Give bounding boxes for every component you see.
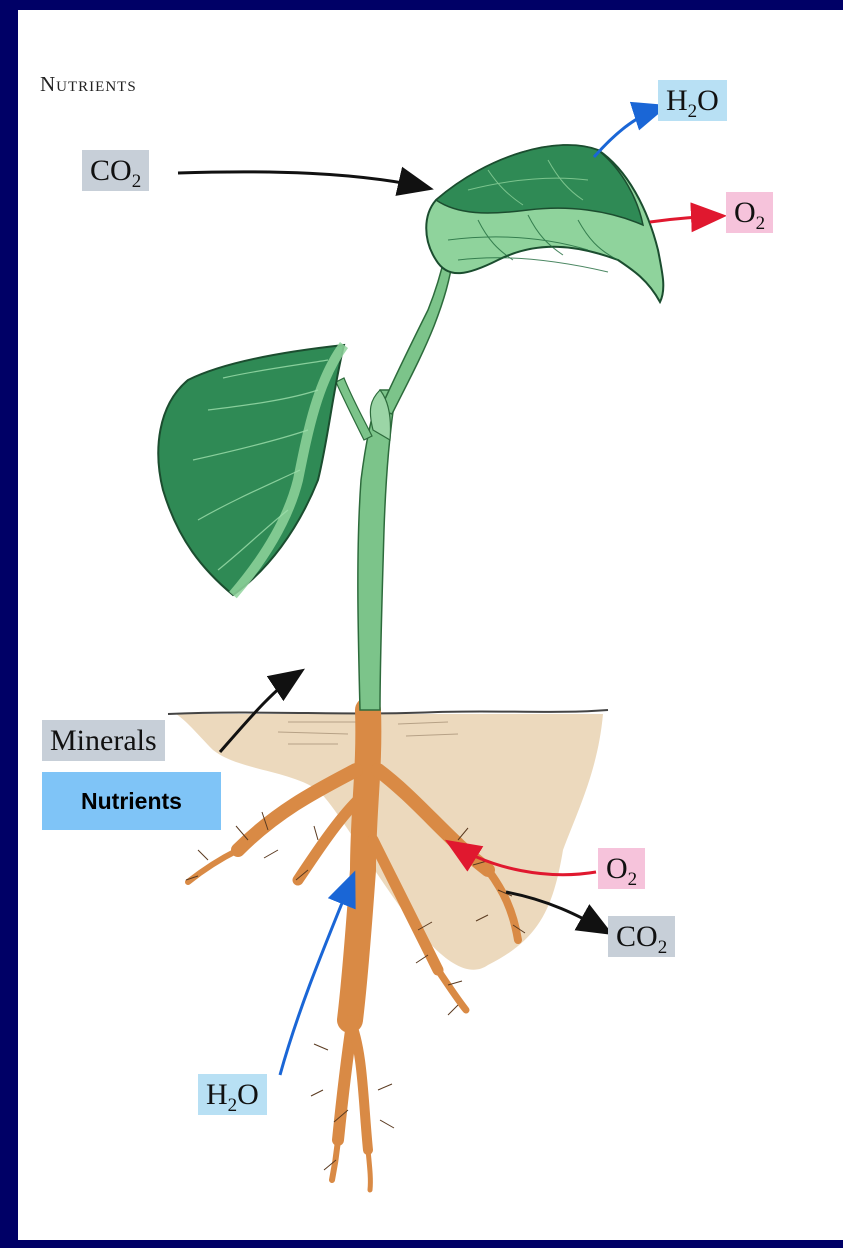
label-text: CO [90,154,132,187]
label-subscript: 2 [756,213,766,234]
upper-stem [380,250,454,414]
label-subscript: 2 [688,101,698,122]
soil-surface-line [168,710,608,714]
label-subscript: 2 [658,937,668,958]
arrow-leaf-to-o2 [650,216,721,222]
label-subscript: 2 [228,1095,238,1116]
arrow-co2-to-leaf [178,172,428,188]
label-text-tail: O [237,1078,259,1111]
label-subscript: 2 [628,869,638,890]
label-h2o-top: H2O [658,80,727,121]
label-text: H [666,84,688,117]
label-minerals: Minerals [42,720,165,761]
label-text: O [606,852,628,885]
plant-illustration [18,10,843,1240]
label-co2-root: CO2 [608,916,675,957]
label-text-tail: O [697,84,719,117]
nutrients-banner: Nutrients [42,772,221,830]
label-subscript: 2 [132,171,142,192]
lower-leaf [158,345,344,595]
label-text: H [206,1078,228,1111]
cotyledon-stalk [336,378,372,440]
label-text: O [734,196,756,229]
diagram-title: Nutrients [40,72,137,97]
label-o2-root: O2 [598,848,645,889]
label-h2o-bottom: H2O [198,1074,267,1115]
label-text: CO [616,920,658,953]
label-o2-leaf: O2 [726,192,773,233]
arrow-leaf-to-h2o [594,107,663,157]
diagram-canvas: Nutrients H2O CO2 O2 O2 CO2 Minerals Nut… [18,10,843,1240]
label-co2-leaf: CO2 [82,150,149,191]
